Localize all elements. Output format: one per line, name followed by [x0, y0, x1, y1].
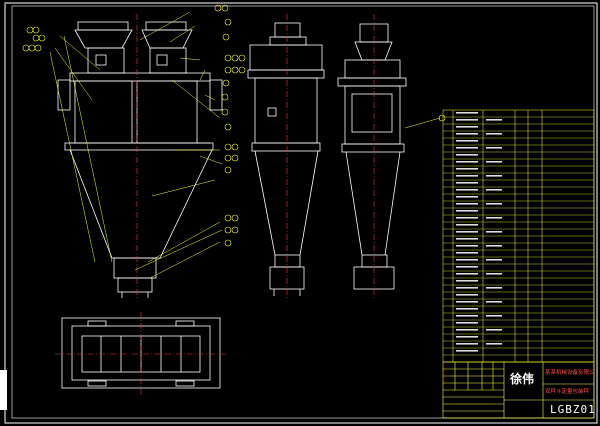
- end-view: [337, 23, 407, 290]
- parts-list-text-mark: [486, 217, 502, 219]
- parts-list-text-mark: [456, 266, 478, 268]
- parts-list-text-mark: [456, 203, 478, 205]
- parts-list-text-mark: [486, 315, 502, 317]
- sheet-outer-frame: [4, 2, 598, 424]
- front-view: [57, 21, 223, 298]
- parts-list-text-mark: [456, 294, 478, 296]
- parts-list-text-mark: [456, 175, 478, 177]
- parts-list-text-mark: [486, 329, 502, 331]
- front-view-balloons: [22, 4, 246, 247]
- parts-list-text-mark: [486, 119, 502, 121]
- parts-list-text-mark: [456, 119, 478, 121]
- drawing-number: LGBZ01: [550, 403, 596, 416]
- parts-list-rows: [443, 112, 594, 356]
- end-view-balloon: [438, 114, 446, 122]
- parts-list-text-mark: [486, 133, 502, 135]
- parts-list-text-mark: [456, 140, 478, 142]
- parts-list-text-mark: [456, 112, 478, 114]
- parts-list-text-mark: [486, 287, 502, 289]
- plan-view-center-lines: [55, 312, 228, 396]
- parts-list-text-mark: [486, 203, 502, 205]
- parts-list-text-mark: [486, 231, 502, 233]
- parts-list-text-mark: [456, 168, 478, 170]
- parts-list-text-mark: [486, 301, 502, 303]
- parts-list-text-mark: [456, 154, 478, 156]
- parts-list-text-mark: [456, 231, 478, 233]
- author-signature: 徐伟: [510, 372, 535, 386]
- parts-list-text-mark: [456, 280, 478, 282]
- parts-list-text-mark: [486, 147, 502, 149]
- parts-list-text-mark: [456, 210, 478, 212]
- parts-list-text-mark: [456, 301, 478, 303]
- parts-list-text-mark: [456, 133, 478, 135]
- parts-list-text-mark: [456, 182, 478, 184]
- parts-list-text-mark: [456, 196, 478, 198]
- parts-list-text-mark: [456, 259, 478, 261]
- parts-list-text-mark: [456, 287, 478, 289]
- parts-list-text-mark: [486, 175, 502, 177]
- end-view-leader: [404, 117, 441, 129]
- parts-list-text-mark: [456, 322, 478, 324]
- front-view-leaders: [49, 11, 223, 279]
- parts-list-text-mark: [456, 308, 478, 310]
- parts-list-text-mark: [486, 245, 502, 247]
- parts-list-text-mark: [456, 147, 478, 149]
- parts-list-text-mark: [486, 259, 502, 261]
- parts-list-text-mark: [456, 161, 478, 163]
- parts-list-text-mark: [456, 189, 478, 191]
- parts-list-text-mark: [486, 161, 502, 163]
- parts-list-text-mark: [456, 245, 478, 247]
- parts-list-text-mark: [456, 315, 478, 317]
- title-block: [442, 361, 595, 419]
- parts-list-text-mark: [486, 189, 502, 191]
- parts-list-text-mark: [456, 224, 478, 226]
- parts-list-text-mark: [456, 217, 478, 219]
- parts-list-text-mark: [456, 336, 478, 338]
- side-view: [247, 22, 325, 296]
- parts-list-text-mark: [456, 350, 478, 352]
- parts-list-text-mark: [486, 273, 502, 275]
- parts-list-text-mark: [456, 252, 478, 254]
- company-name: 某某机械设备有限公司: [545, 370, 593, 376]
- sheet-inner-frame: [11, 5, 595, 419]
- parts-list-text-mark: [456, 126, 478, 128]
- product-name: 双秤斗定量包装秤: [545, 389, 590, 395]
- parts-list-text-mark: [456, 329, 478, 331]
- scale-ruler: [0, 370, 7, 410]
- parts-list-text-mark: [456, 343, 478, 345]
- parts-list-text-mark: [456, 238, 478, 240]
- parts-list-text-mark: [456, 273, 478, 275]
- parts-list-text-mark: [486, 343, 502, 345]
